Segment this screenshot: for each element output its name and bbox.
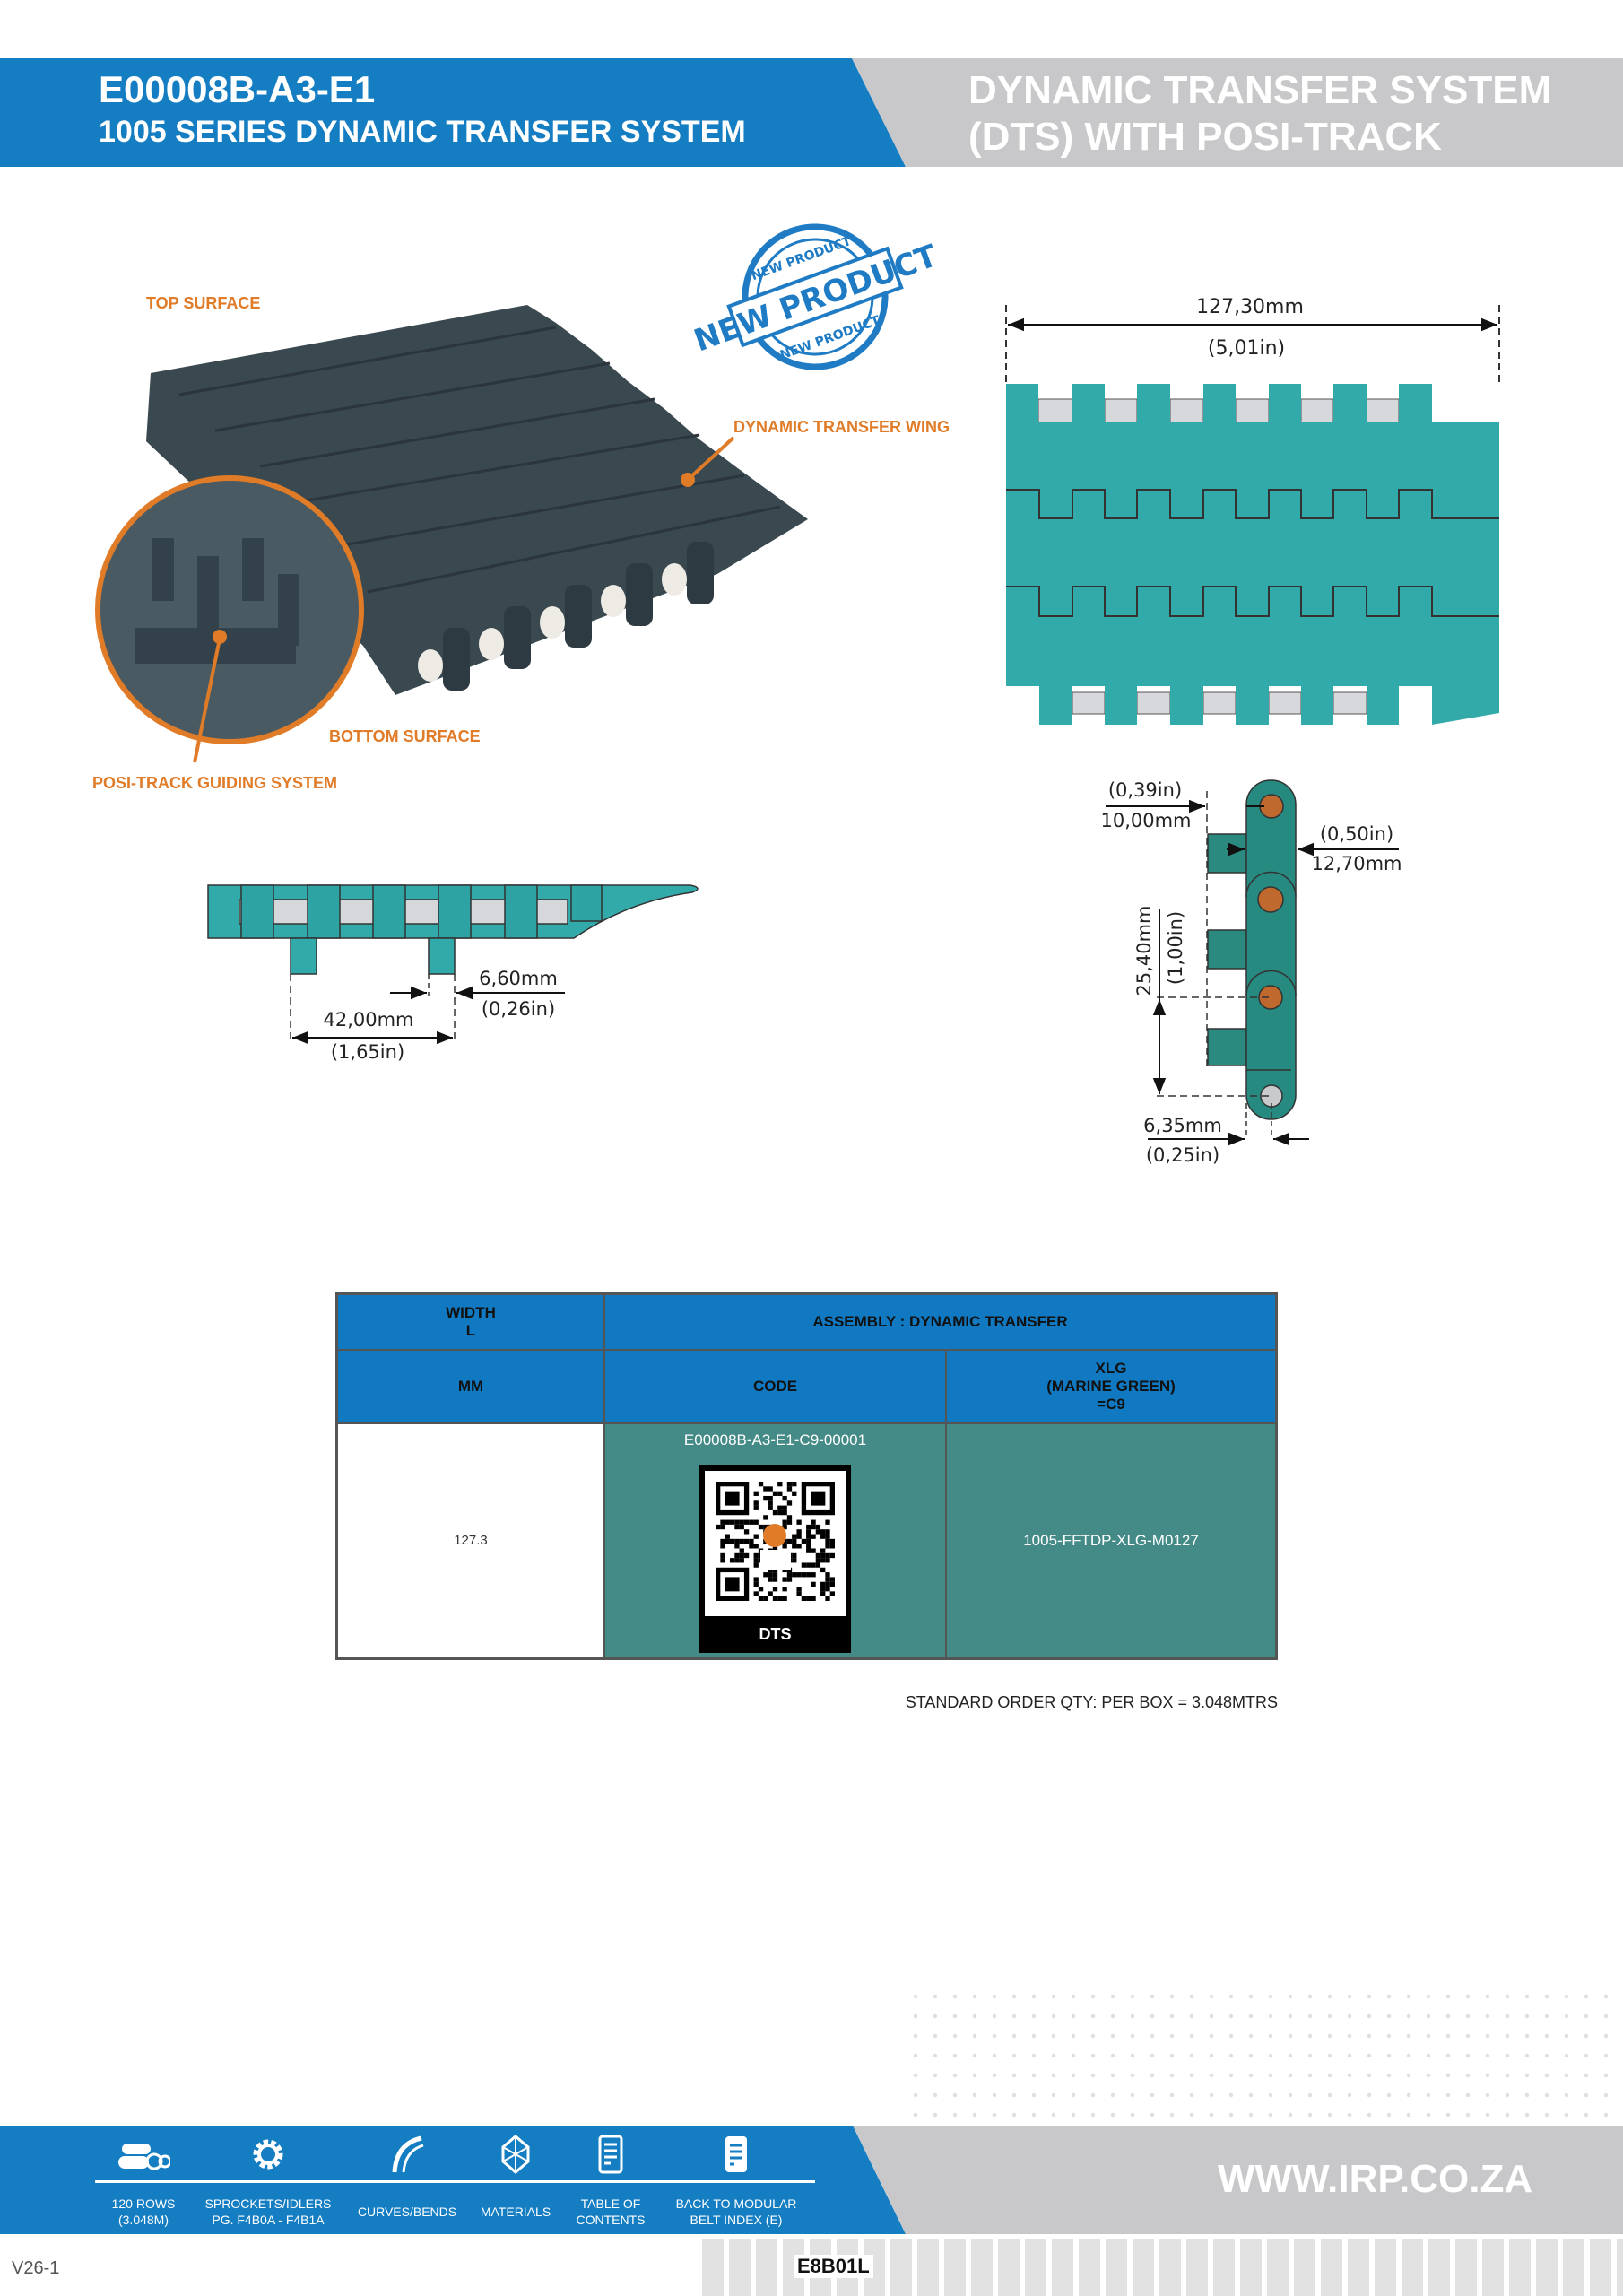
footer-url-band: [853, 2126, 1623, 2234]
dim-thickness-mm: 12,70mm: [1311, 853, 1402, 874]
footer-divider: [95, 2180, 815, 2183]
seam: [1006, 489, 1499, 519]
rod: [1268, 691, 1302, 715]
page-code: E8B01L: [794, 2255, 873, 2278]
dim-offset-mm: 10,00mm: [1100, 810, 1191, 831]
top-knuckle: [1137, 384, 1170, 422]
page-title-line1: DYNAMIC TRANSFER SYSTEM: [968, 68, 1552, 112]
website-link[interactable]: WWW.IRP.CO.ZA: [1218, 2157, 1533, 2201]
standard-order-qty: STANDARD ORDER QTY: PER BOX = 3.048MTRS: [905, 1693, 1278, 1711]
dim-thickness-in: (0,50in): [1320, 823, 1393, 845]
col-color-header: XLG(MARINE GREEN)=C9: [945, 1348, 1278, 1424]
footer-link-rows[interactable]: 120 ROWS(3.048M): [111, 2196, 176, 2227]
footer-nav-band: [0, 2126, 906, 2234]
version-label: V26-1: [12, 2258, 60, 2278]
rod: [1366, 398, 1400, 423]
wing-tip: [1432, 686, 1499, 725]
label-transfer-wing: DYNAMIC TRANSFER WING: [733, 418, 950, 436]
rod: [1136, 691, 1171, 715]
seam: [1006, 586, 1499, 617]
dim-track-mm: 42,00mm: [323, 1009, 413, 1031]
top-knuckle: [1072, 384, 1105, 422]
belt-body: [1006, 422, 1499, 686]
side-view-drawing: [207, 884, 699, 1045]
table-row: 127.3 E00008B-A3-E1-C9-00001 DTS 1005-FF…: [335, 1422, 1278, 1660]
dim-pin-in: (0,25in): [1146, 1144, 1219, 1166]
curve-icon[interactable]: [380, 2135, 434, 2174]
qr-pattern: [716, 1481, 835, 1601]
rod: [1235, 398, 1270, 423]
col-assembly-header: ASSEMBLY : DYNAMIC TRANSFER: [603, 1292, 1278, 1351]
cell-part-number: 1005-FFTDP-XLG-M0127: [945, 1422, 1278, 1660]
bottom-knuckle: [1301, 686, 1333, 725]
bottom-knuckle: [1367, 686, 1399, 725]
molecule-icon[interactable]: [489, 2135, 542, 2174]
dim-offset-in: (0,39in): [1108, 779, 1182, 801]
top-knuckle: [1006, 384, 1038, 422]
qr-code[interactable]: DTS: [699, 1465, 851, 1653]
document-icon[interactable]: [584, 2135, 638, 2174]
product-code: E00008B-A3-E1: [99, 68, 376, 110]
label-posi-track: POSI-TRACK GUIDING SYSTEM: [92, 774, 338, 792]
page-title-line2: (DTS) WITH POSI-TRACK: [968, 115, 1442, 159]
header-title-band: [852, 58, 1623, 167]
posi-track-inset: [95, 475, 364, 744]
top-view-drawing: 127,30mm (5,01in): [1005, 296, 1500, 725]
rod: [1072, 691, 1106, 715]
dim-pitch-mm: 25,40mm: [1133, 905, 1155, 996]
assembly-code: E00008B-A3-E1-C9-00001: [683, 1431, 867, 1448]
dim-track-in: (1,65in): [331, 1041, 404, 1063]
rod: [1202, 691, 1237, 715]
gear-icon[interactable]: [241, 2135, 295, 2174]
rod: [1332, 691, 1367, 715]
footer-link-curves[interactable]: CURVES/BENDS: [357, 2205, 457, 2219]
callout-lines: [193, 436, 735, 763]
top-knuckle: [1269, 384, 1301, 422]
label-top-surface: TOP SURFACE: [146, 294, 261, 312]
rod: [1037, 398, 1073, 423]
index-icon[interactable]: [709, 2135, 763, 2174]
cell-width-mm: 127.3: [335, 1422, 605, 1660]
rod: [1104, 398, 1138, 423]
rod: [1169, 398, 1204, 423]
qr-label: DTS: [759, 1624, 792, 1643]
top-knuckle: [1333, 384, 1367, 422]
product-photo: NEW PRODUCT NEW PRODUCT NEW PRODUCT: [95, 223, 942, 763]
belt-image: [146, 305, 808, 695]
rod: [1300, 398, 1334, 423]
dim-gap-in: (0,26in): [482, 998, 555, 1020]
new-product-stamp: NEW PRODUCT NEW PRODUCT NEW PRODUCT: [690, 223, 942, 370]
bottom-knuckle: [1236, 686, 1269, 725]
col-code-header: CODE: [603, 1348, 947, 1424]
dim-pitch-in: (1,00in): [1165, 911, 1186, 985]
rolls-icon[interactable]: [117, 2135, 170, 2174]
top-knuckle: [1203, 384, 1236, 422]
bottom-knuckle: [1170, 686, 1203, 725]
dim-width-mm: 127,30mm: [1196, 296, 1304, 318]
footer-link-materials[interactable]: MATERIALS: [480, 2205, 551, 2219]
end-view-drawing: [1106, 779, 1399, 1146]
decorative-dot-pattern: [906, 1987, 1623, 2121]
cell-code: E00008B-A3-E1-C9-00001 DTS: [603, 1422, 947, 1660]
dim-width-in: (5,01in): [1208, 337, 1285, 360]
dim-pin-mm: 6,35mm: [1143, 1115, 1222, 1136]
dim-gap-mm: 6,60mm: [479, 968, 558, 989]
bottom-knuckle: [1105, 686, 1137, 725]
bottom-knuckle: [1039, 686, 1072, 725]
product-series: 1005 SERIES DYNAMIC TRANSFER SYSTEM: [99, 115, 746, 149]
label-bottom-surface: BOTTOM SURFACE: [329, 727, 481, 745]
header-band: [0, 58, 906, 167]
col-mm-header: MM: [335, 1348, 605, 1424]
top-knuckle: [1399, 384, 1432, 422]
